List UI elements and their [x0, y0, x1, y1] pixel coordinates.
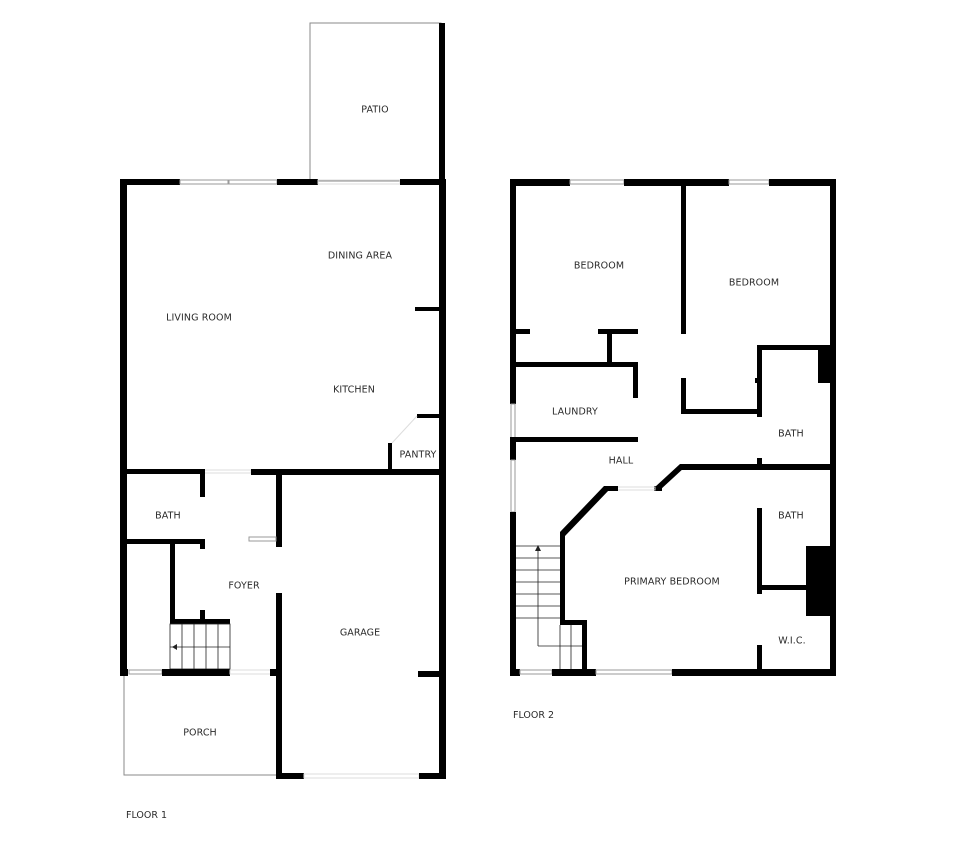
window: [228, 179, 278, 185]
room-label-bath-2: BATH: [778, 511, 804, 522]
room-label-bath: BATH: [155, 511, 181, 522]
room-label-bedroom-2: BEDROOM: [729, 278, 779, 289]
room-label-laundry: LAUNDRY: [552, 407, 598, 418]
floor-2-plan: BEDROOM BEDROOM LAUNDRY HALL BATH BATH P…: [510, 179, 836, 721]
stairs-floor-1: [169, 623, 231, 670]
floor-label-1: FLOOR 1: [126, 810, 167, 821]
room-label-patio: PATIO: [361, 105, 388, 116]
patio-outline: [309, 22, 442, 182]
porch-outline: [123, 676, 276, 776]
room-label-bedroom-1: BEDROOM: [574, 261, 624, 272]
room-label-primary-bedroom: PRIMARY BEDROOM: [624, 577, 720, 588]
room-label-pantry: PANTRY: [400, 450, 437, 461]
floor-1-plan: PATIO DINING AREA LIVING ROOM KITCHEN PA…: [120, 22, 446, 821]
stairs-floor-2: [516, 545, 582, 669]
room-label-hall: HALL: [609, 456, 634, 467]
room-label-living-room: LIVING ROOM: [166, 313, 232, 324]
window: [179, 179, 229, 185]
room-label-dining-area: DINING AREA: [328, 251, 393, 262]
room-label-bath-1: BATH: [778, 429, 804, 440]
room-label-kitchen: KITCHEN: [333, 385, 375, 396]
floor-label-2: FLOOR 2: [513, 710, 554, 721]
room-label-garage: GARAGE: [340, 628, 380, 639]
room-label-porch: PORCH: [183, 728, 217, 739]
room-label-foyer: FOYER: [228, 581, 260, 592]
room-label-wic: W.I.C.: [778, 636, 805, 647]
